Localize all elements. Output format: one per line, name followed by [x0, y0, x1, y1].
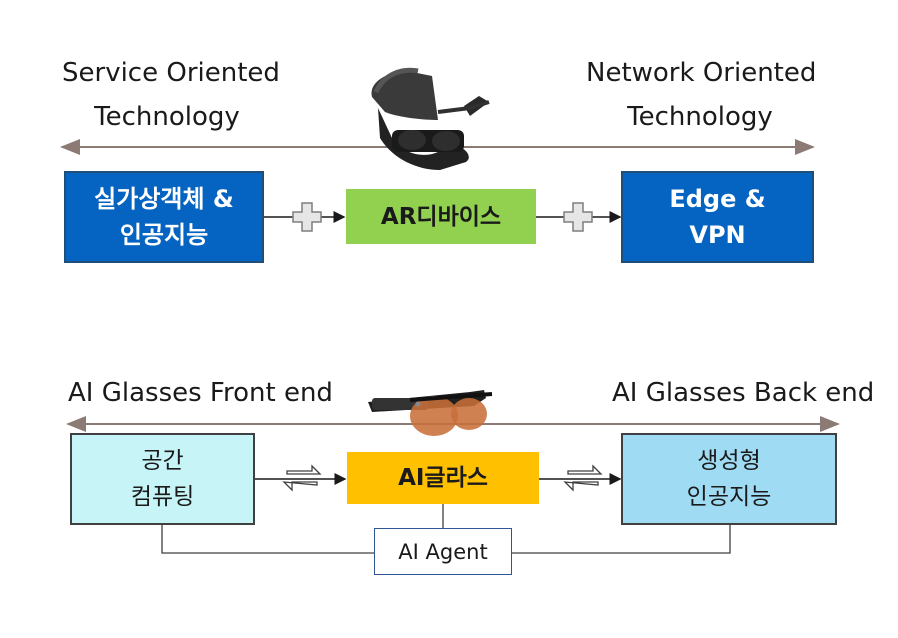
bottom-left-label: AI Glasses Front end [68, 378, 333, 408]
bidirectional-arrows-icon [563, 464, 603, 492]
box-real-virtual-objects-ai: 실가상객체 & 인공지능 [64, 171, 264, 263]
top-right-label: Network Oriented Technology [586, 58, 817, 132]
ai-glasses-image [368, 390, 493, 436]
ar-glasses-image [371, 67, 490, 170]
bidirectional-arrows-icon [282, 464, 322, 492]
agent-right-line [512, 525, 731, 554]
box-edge-vpn: Edge & VPN [621, 171, 814, 263]
top-left-label: Service Oriented Technology [62, 58, 280, 132]
box-generative-ai: 생성형 인공지능 [621, 433, 837, 525]
box-ar-device: AR디바이스 [346, 189, 536, 244]
bottom-right-label: AI Glasses Back end [612, 378, 875, 408]
plus-icon [563, 202, 593, 232]
box-spatial-computing: 공간 컴퓨팅 [70, 433, 255, 525]
box-ai-glasses: AI글라스 [347, 452, 539, 504]
box-ai-agent: AI Agent [374, 528, 512, 575]
agent-left-line [161, 525, 374, 554]
plus-icon [292, 202, 322, 232]
